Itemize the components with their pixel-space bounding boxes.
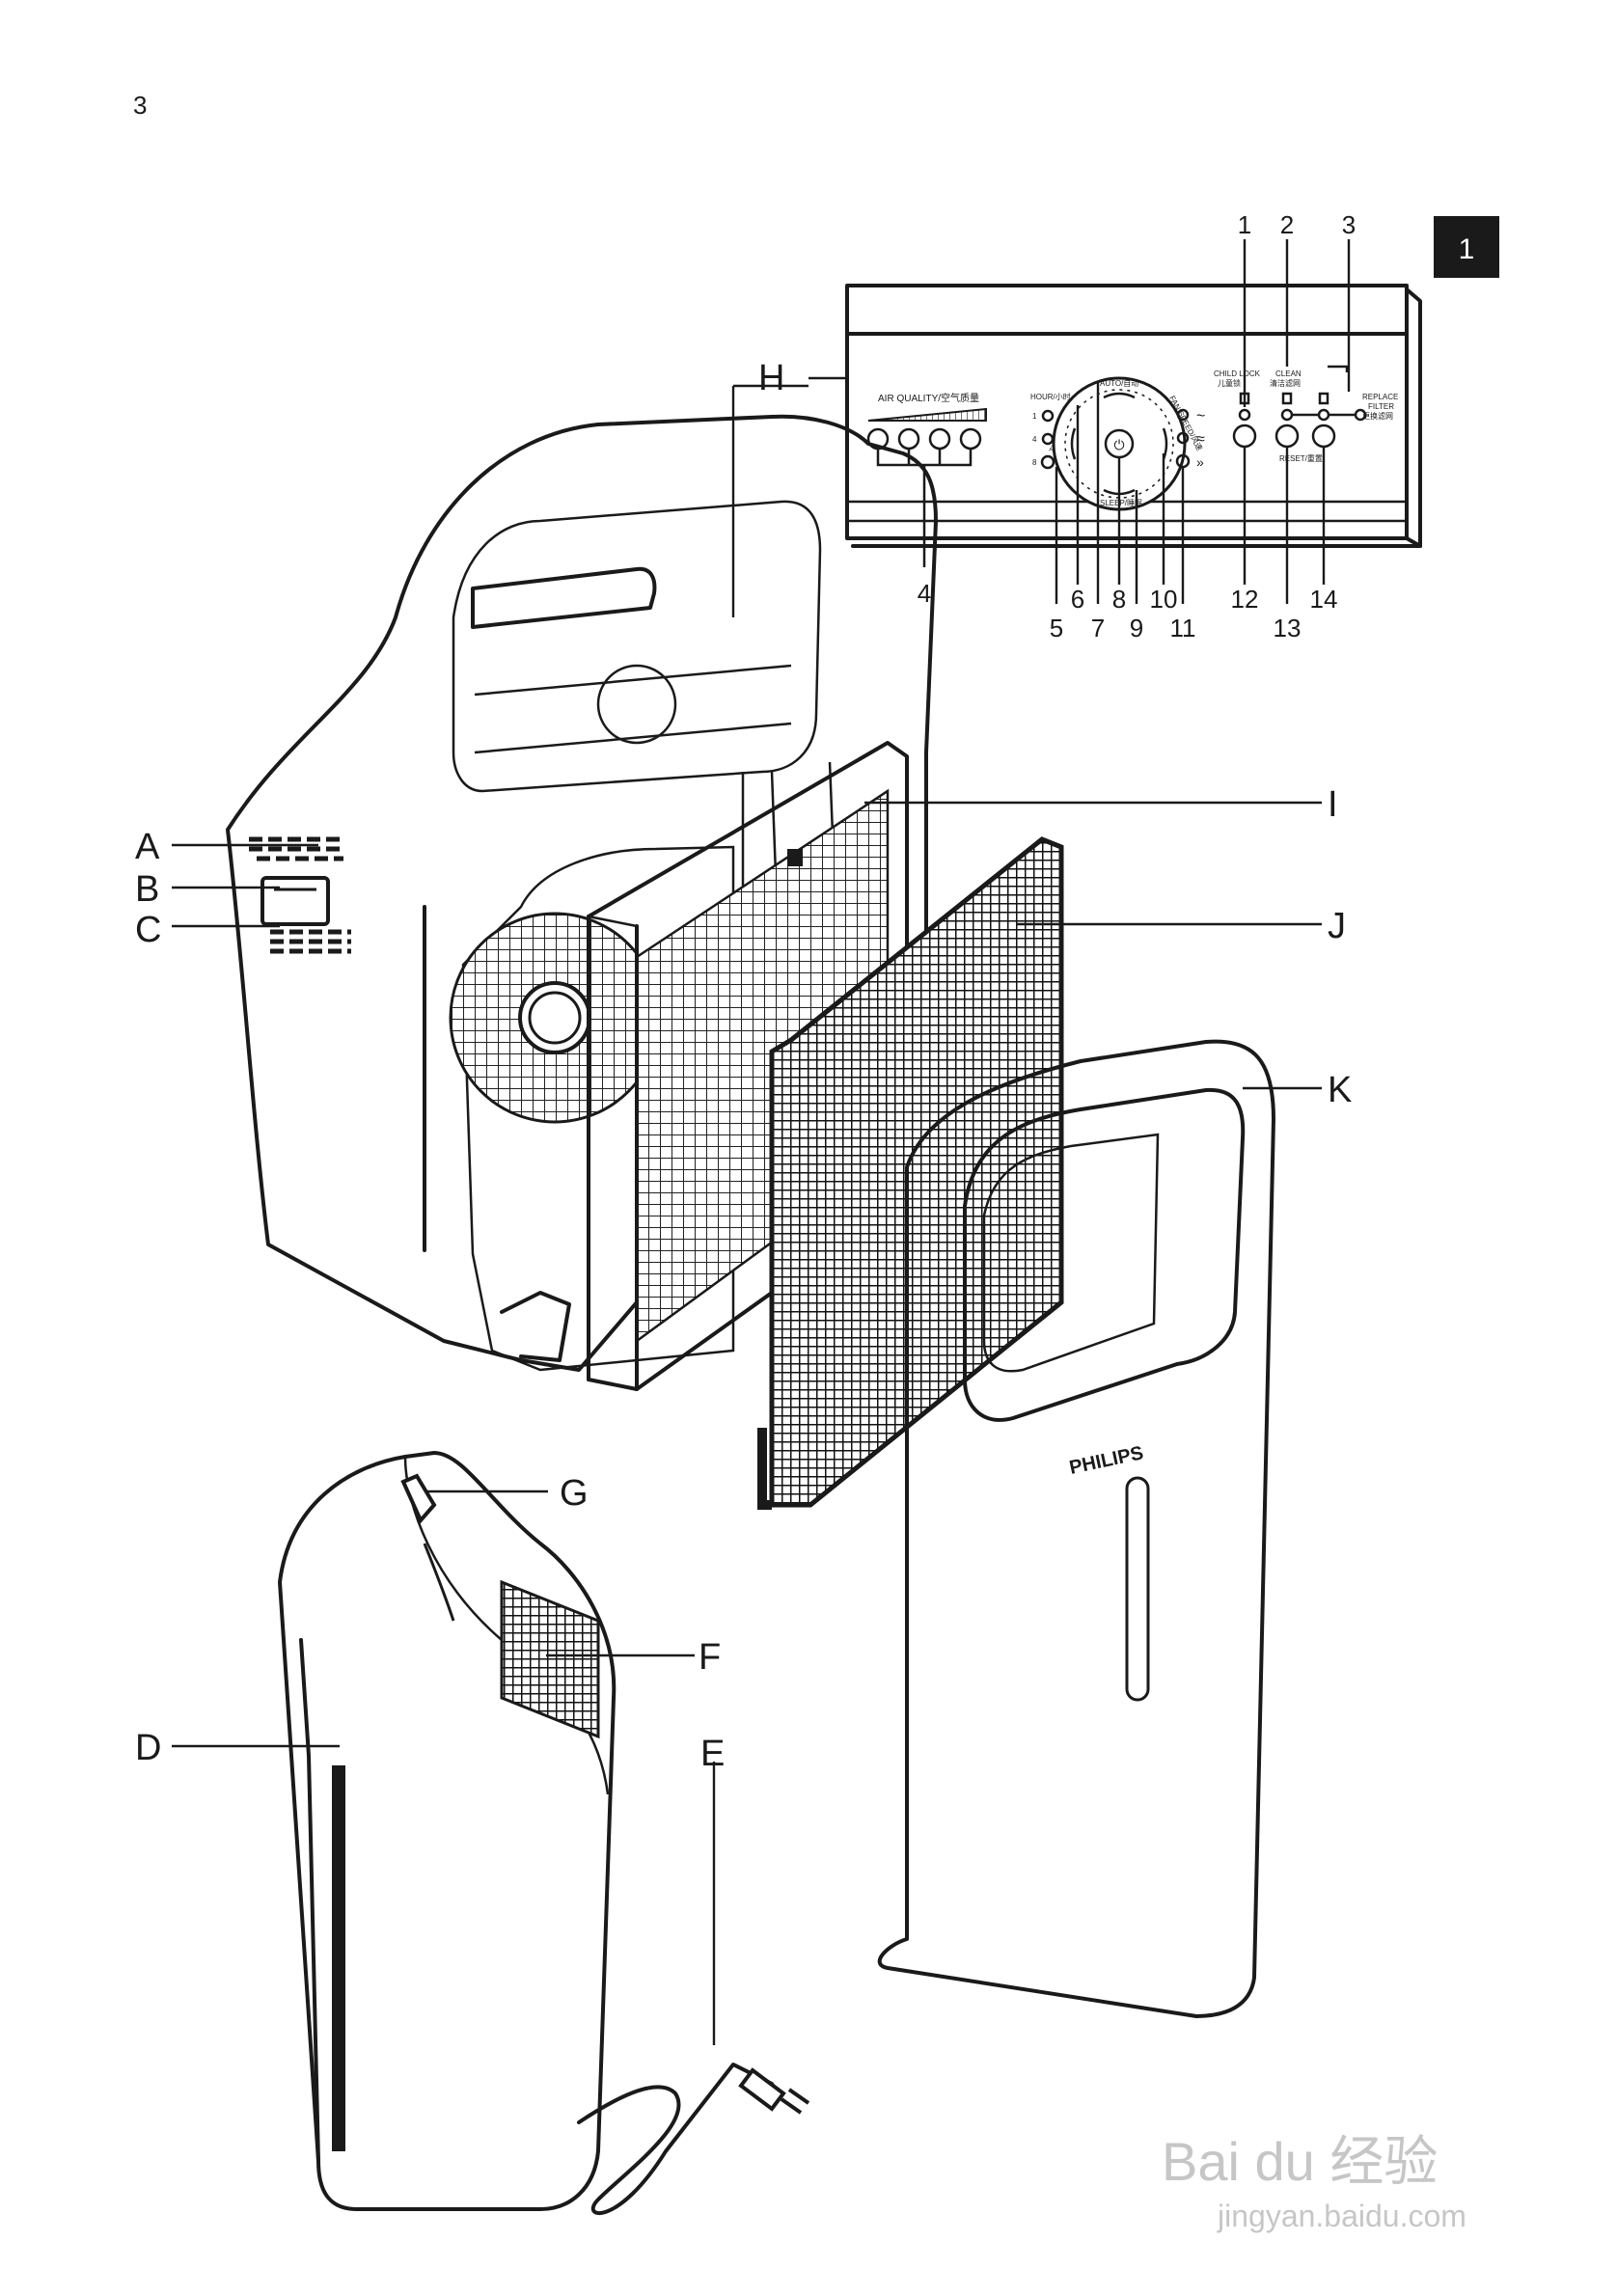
- callout-14: 14: [1310, 585, 1338, 614]
- callout-5: 5: [1050, 614, 1063, 642]
- callout-11: 11: [1170, 614, 1196, 642]
- timer-4: 4: [1032, 435, 1037, 444]
- part-i: I: [1328, 784, 1338, 825]
- part-h: H: [758, 358, 784, 398]
- watermark-logo: Bai du 经验: [1162, 2131, 1438, 2192]
- figure-badge: 1: [1434, 216, 1499, 278]
- child-lock-cn: 儿童锁: [1218, 378, 1241, 388]
- part-g: G: [560, 1473, 589, 1514]
- clean-label: CLEAN: [1275, 369, 1302, 378]
- part-e: E: [700, 1734, 725, 1774]
- air-purifier-main-body: [226, 414, 938, 1372]
- callout-2: 2: [1280, 210, 1294, 239]
- part-f: F: [699, 1637, 721, 1678]
- svg-text:»: »: [1196, 454, 1204, 470]
- callout-8: 8: [1112, 585, 1126, 614]
- hour-label: HOUR/小时: [1030, 392, 1071, 401]
- filter-j: [757, 836, 1064, 1510]
- sleep-label: SLEEP/睡眠: [1100, 499, 1142, 507]
- part-a: A: [135, 827, 160, 867]
- part-d: D: [135, 1728, 161, 1768]
- child-lock-label: CHILD LOCK: [1214, 369, 1261, 378]
- part-j: J: [1328, 906, 1346, 946]
- page-number: 3: [133, 91, 147, 120]
- timer-8: 8: [1032, 458, 1037, 467]
- svg-text:⏻: ⏻: [1113, 437, 1124, 452]
- auto-label: AUTO/自动: [1100, 378, 1138, 388]
- replace-filter-1: REPLACE: [1362, 393, 1398, 401]
- callout-numbers: 1 2 3 4 6 8 10 12 14 5 7 9 11 13: [918, 210, 1356, 642]
- callout-9: 9: [1130, 614, 1143, 642]
- callout-4: 4: [918, 579, 931, 608]
- callout-13: 13: [1274, 614, 1302, 642]
- replace-filter-cn: 更换滤网: [1362, 411, 1393, 421]
- timer-1: 1: [1032, 412, 1037, 421]
- part-c: C: [135, 910, 161, 950]
- brand-logo: PHILIPS: [1067, 1442, 1145, 1479]
- callout-12: 12: [1231, 585, 1259, 614]
- callout-7: 7: [1091, 614, 1105, 642]
- part-letters: A B C D E F G H I J K: [135, 358, 1352, 1774]
- side-unit: [278, 1451, 810, 2216]
- replace-filter-2: FILTER: [1368, 402, 1394, 411]
- callout-10: 10: [1150, 585, 1178, 614]
- part-k: K: [1328, 1070, 1352, 1110]
- part-b: B: [135, 869, 159, 910]
- part-leaders: [172, 384, 1322, 2045]
- baidu-watermark: Bai du 经验 jingyan.baidu.com: [1162, 2131, 1466, 2233]
- fan-grille: [449, 912, 661, 1124]
- air-quality-label: AIR QUALITY/空气质量: [878, 392, 979, 404]
- right-panel-buttons: [1232, 365, 1367, 449]
- svg-text:~: ~: [1196, 408, 1205, 424]
- control-dial: ⏻ AUTO/自动 SLEEP/睡眠: [1052, 376, 1187, 511]
- callout-3: 3: [1342, 210, 1356, 239]
- back-vents: [249, 836, 351, 954]
- control-panel-detail: AIR QUALITY/空气质量 HOUR/小时 1 4 8 TIMER/定时器…: [808, 239, 1422, 604]
- callout-1: 1: [1238, 210, 1251, 239]
- callout-6: 6: [1071, 585, 1084, 614]
- svg-text:≈: ≈: [1196, 431, 1205, 448]
- clean-cn: 清洁滤网: [1270, 378, 1301, 388]
- reset-label: RESET/重置: [1279, 453, 1323, 463]
- figure-badge-label: 1: [1459, 233, 1475, 265]
- watermark-url: jingyan.baidu.com: [1217, 2199, 1466, 2233]
